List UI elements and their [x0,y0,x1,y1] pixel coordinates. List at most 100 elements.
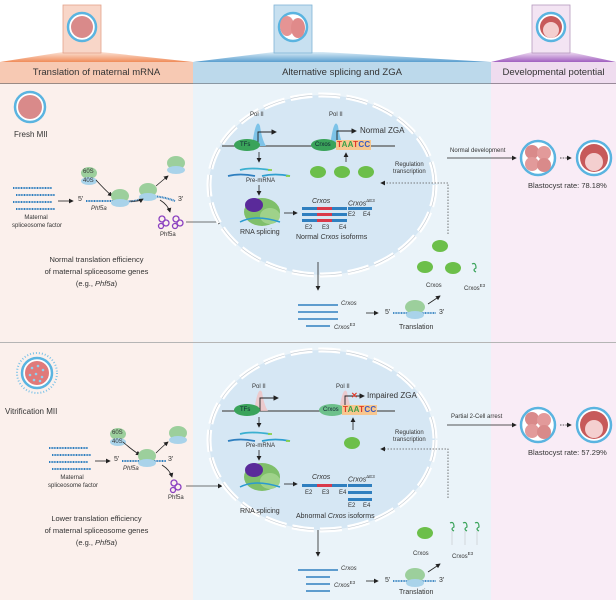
fresh-nucleus [206,92,438,278]
stage-funnel-blastocyst [491,4,616,62]
fresh-translation-label: Translation [399,324,434,331]
vitrified-protein-crxos-label: Crxos [413,551,429,557]
vitrified-maternal-mrna [49,447,91,470]
fresh-ribosome-released [167,156,185,174]
fresh-4cell-embryo [519,139,557,177]
fresh-isoform-bars [302,207,372,222]
fresh-crxos-label: Crxos [315,142,331,148]
vitrified-pol2-a [254,390,268,411]
vitrified-60s-label: 60S [112,430,123,436]
fresh-zga-label: Normal ZGA [360,126,405,135]
vitrified-block-mark: ✕ [351,391,358,400]
vitrified-gene-label: Phf5a [123,466,139,472]
fresh-mrna-3prime: 3' [439,309,445,316]
fresh-mrna-crxos-label: Crxos [341,301,357,307]
fresh-mrna-5prime: 5' [385,309,391,316]
fresh-crxos-oval [311,139,337,151]
fresh-motif: TAATCC [337,140,371,149]
vitrified-4cell-embryo [519,406,557,444]
fresh-40s-label: 40S [83,178,94,184]
fresh-mrna-crxos-e3-label: CrxosE3 [334,322,356,331]
vitrified-efficiency-text: Lower translation efficiency of maternal… [0,513,193,549]
fresh-gene-label: Phf5a [91,206,107,212]
vitrified-blastocyst [575,406,613,444]
vitrified-exons-b: E2 E4 [348,503,371,509]
vitrified-3prime: 3' [168,456,174,463]
vitrified-mrna-5prime: 5' [385,577,391,584]
vitrified-crxos-protein-nucleus [344,437,360,449]
fresh-blastocyst-rate: Blastocyst rate: 78.18% [528,181,607,190]
fresh-efficiency-line2: of maternal spliceosome genes [44,267,149,276]
vitrified-5prime: 5' [114,456,120,463]
vitrified-rna-splicing-label: RNA splicing [240,508,280,515]
fresh-dev-arrow-label: Normal development [450,148,506,154]
fresh-phf5a-proteins [157,215,184,230]
fresh-maternal-label-1: Maternal [24,215,48,221]
stage-funnel-2cell [193,4,491,62]
vitrified-motif-box [342,405,377,415]
fresh-60s-label: 60S [83,169,94,175]
fresh-protein-crxos-e3-label: CrxosE3 [464,283,486,292]
fresh-efficiency-line1: Normal translation efficiency [49,255,144,264]
fresh-tfs-label: TFs [240,142,251,148]
vitrified-crxos-protein-cytoplasm [417,527,433,539]
fresh-efficiency-text: Normal translation efficiency of materna… [0,254,193,290]
vitrified-mrna-crxos-e3-label: CrxosE3 [334,580,356,589]
vitrified-isoform-b-title: CrxosΔE3 [348,474,375,484]
vitrified-tfs-oval [234,404,260,416]
fresh-maternal-mrna [13,187,55,210]
fresh-rna-splicing-label: RNA splicing [240,229,280,236]
vitrified-crxos-mrna [298,569,338,592]
vitrified-mrna-3prime: 3' [439,577,445,584]
fresh-translation-ribosome [405,300,425,319]
fresh-pre-mrna [227,167,291,177]
fresh-3prime: 3' [178,196,184,203]
fresh-pol2-b-label: Pol II [329,112,343,118]
vitrified-isoform-a-title: Crxos [312,474,331,481]
vitrified-translation-ribosome [405,568,425,587]
vitrified-isoforms-label: Abnormal Crxos isoforms [296,513,375,520]
vitrified-crxos-label: Crxos [323,407,339,413]
vitrified-oocyte [16,352,58,394]
fresh-pre-mrna-label: Pre-mRNA [246,178,276,184]
vitrified-crxos-oval [319,404,345,416]
vitrified-oocyte-label: Vitrification MII [5,407,58,416]
header-developmental-potential: Developmental potential [491,62,616,84]
stage-funnel-oocyte [0,4,193,62]
fresh-crxos-mrna [298,304,338,327]
fresh-ribosome-2 [139,183,157,201]
fresh-crxos-e3-protein [471,262,477,273]
fresh-oocyte-label: Fresh MII [14,130,48,139]
header-translation: Translation of maternal mRNA [0,62,193,84]
fresh-exons-a: E2 E3 E4 [305,225,347,231]
vitrified-zga-label: Impaired ZGA [367,391,417,400]
vitrified-pol2-b-label: Pol II [336,384,350,390]
vitrified-efficiency-line2: of maternal spliceosome genes [44,526,149,535]
vitrified-spliceosome [239,463,281,491]
fresh-pol2-a [252,123,266,146]
vitrified-maternal-label-2: spliceosome factor [47,483,99,489]
fresh-oocyte [13,90,47,124]
vitrified-exons-a: E2 E3 E4 [305,490,347,496]
vitrified-isoform-bars [302,484,372,501]
header-splicing-zga: Alternative splicing and ZGA [193,62,491,84]
vitrified-tfs-label: TFs [240,407,251,413]
fresh-ribosome-1 [111,189,129,207]
row-divider [0,342,616,343]
vitrified-translation-label: Translation [399,589,434,596]
vitrified-protein-crxos-e3-label: CrxosE3 [452,551,474,560]
vitrified-efficiency-line3: (e.g., Phf5a) [75,538,118,547]
vitrified-maternal-label-1: Maternal [60,475,84,481]
fresh-crxos-proteins-cytoplasm [417,240,461,274]
vitrified-40s-label: 40S [112,439,123,445]
fresh-pol2-a-label: Pol II [250,112,264,118]
vitrified-protein-label: Phf5a [168,495,184,501]
vitrified-blastocyst-rate: Blastocyst rate: 57.29% [528,448,607,457]
vitrified-ribosome-1 [138,449,156,467]
fresh-motif-box [336,140,371,150]
fresh-isoforms-label: Normal Crxos isoforms [296,234,368,241]
fresh-maternal-label-2: spliceosome factor [11,223,63,229]
